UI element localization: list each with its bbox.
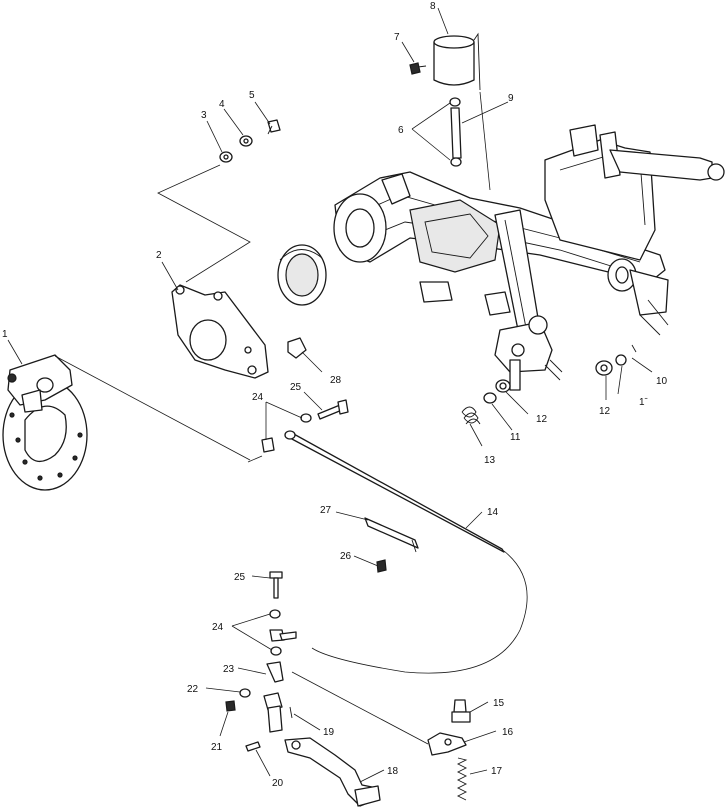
callout-27: 27 (320, 505, 332, 516)
callout-10: 10 (656, 376, 668, 387)
brake-pedal (284, 737, 381, 807)
callout-12-left: 12 (536, 414, 548, 425)
callout-16: 16 (502, 727, 514, 738)
washer-11 (483, 392, 497, 404)
callout-19: 19 (323, 727, 335, 738)
callout-20: 20 (272, 778, 284, 789)
bearing-seal (277, 244, 327, 306)
callout-25-upper: 25 (290, 382, 302, 393)
callout-24-lower: 24 (212, 622, 224, 633)
callout-8: 8 (430, 1, 436, 12)
callout-22: 22 (187, 684, 199, 695)
spring-13 (461, 406, 481, 425)
callout-26: 26 (340, 551, 352, 562)
brake-reservoir (433, 32, 481, 91)
clevis-23 (263, 661, 284, 733)
swingarm-frame (333, 124, 725, 391)
washer-22 (239, 688, 251, 698)
nut-28 (287, 337, 307, 359)
callout-23: 23 (223, 664, 235, 675)
callout-15: 15 (493, 698, 505, 709)
switch-15 (451, 699, 471, 723)
pin-20 (245, 741, 261, 752)
callout-11: 11 (510, 432, 521, 443)
washer-24-lower-b (270, 646, 282, 656)
callout-5: 5 (249, 90, 255, 101)
callout-18: 18 (387, 766, 399, 777)
brake-hose (449, 97, 462, 167)
callout-labels: 1 2 3 4 5 6 7 8 9 10 1ˉ 11 12 12 13 14 1… (2, 1, 668, 789)
callout-1: 1 (2, 329, 8, 340)
bracket-16 (427, 732, 467, 756)
callout-3: 3 (201, 110, 207, 121)
leader-lines (7, 7, 653, 783)
callout-7: 7 (394, 32, 400, 43)
nut-24-upper (261, 437, 275, 453)
callout-12-right: 12 (599, 406, 611, 417)
callout-9: 9 (508, 93, 514, 104)
spring-17 (456, 757, 468, 801)
callout-28: 28 (330, 375, 342, 386)
bushing-12-right (595, 360, 613, 376)
caliper-bracket (171, 284, 269, 379)
washer-11-right (615, 354, 627, 366)
cotter-pin-10 (631, 344, 637, 353)
callout-4: 4 (219, 99, 225, 110)
washer-3 (219, 151, 233, 163)
bolt-5 (267, 119, 281, 135)
washer-4 (239, 135, 253, 147)
bushing-12-left (495, 379, 511, 393)
mount-plate-27 (364, 517, 419, 553)
callout-6: 6 (398, 125, 404, 136)
washer-24-upper (300, 413, 312, 423)
callout-24-upper: 24 (252, 392, 264, 403)
callout-17: 17 (491, 766, 503, 777)
screw-21 (225, 700, 236, 712)
callout-14: 14 (487, 507, 499, 518)
bolt-25-lower (269, 571, 283, 599)
clevis-24 (269, 629, 297, 642)
brake-caliper (7, 354, 73, 413)
callout-11-right: 1ˉ (639, 397, 648, 408)
callout-25-lower: 25 (234, 572, 246, 583)
callout-21: 21 (211, 742, 223, 753)
bolt-25-upper (317, 399, 349, 420)
reservoir-screw (409, 62, 427, 75)
callout-2: 2 (156, 250, 162, 261)
brake-rod (284, 430, 505, 553)
callout-13: 13 (484, 455, 496, 466)
pin-19 (289, 706, 293, 719)
screw-26 (376, 559, 387, 573)
washer-24-lower-a (269, 609, 281, 619)
